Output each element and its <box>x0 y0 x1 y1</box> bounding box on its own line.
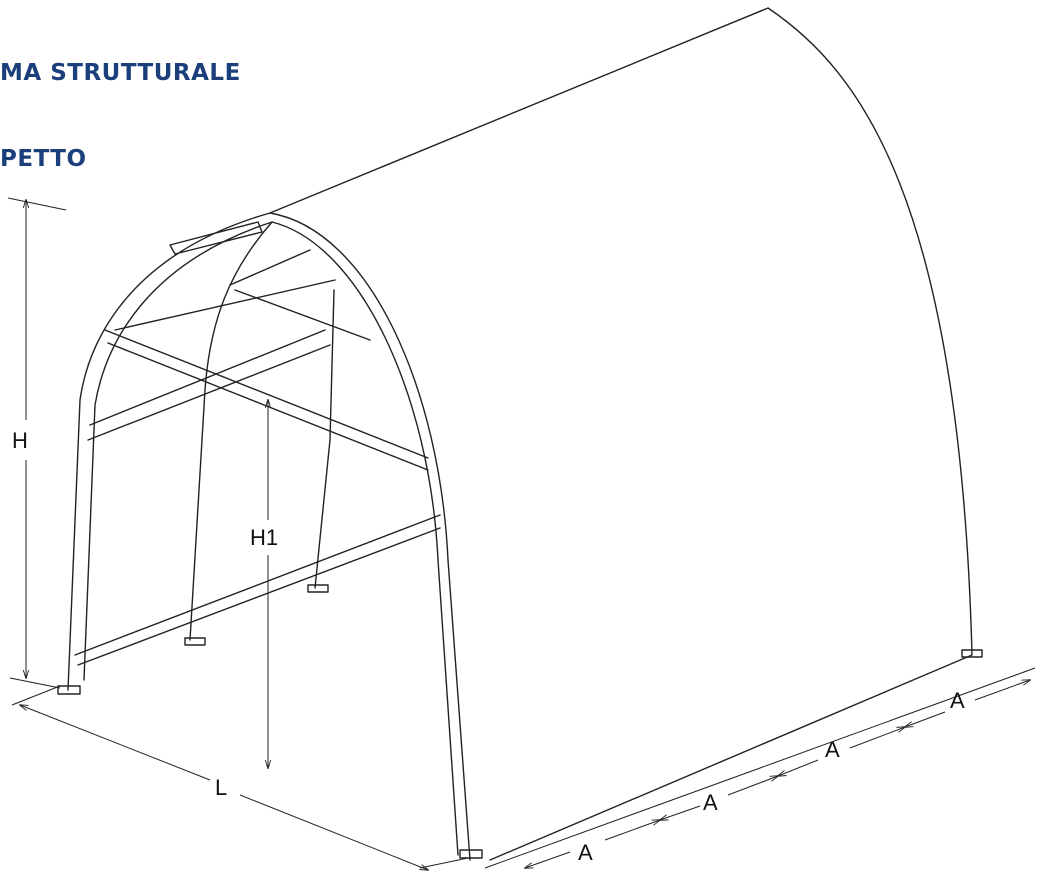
dim-a2-right <box>727 776 778 796</box>
dim-l-extension-left <box>11 685 61 706</box>
dim-a4-right <box>974 680 1030 701</box>
dim-label-a-4: A <box>950 688 965 713</box>
middle-arch-2 <box>314 289 335 589</box>
dim-bay-baseline <box>484 667 1036 869</box>
tunnel-cover <box>269 7 973 861</box>
dim-l-line-left <box>20 705 211 781</box>
upper-brace <box>234 289 371 341</box>
dim-a3-left <box>778 759 819 776</box>
base-plate-front-right <box>459 849 483 859</box>
dim-label-a-2: A <box>703 790 718 815</box>
base-plate-mid-2 <box>307 584 329 593</box>
dim-l-extension-right <box>419 857 469 869</box>
upper-purlin <box>114 279 336 331</box>
dim-a1-right <box>604 820 660 841</box>
tunnel-front-arch-inner <box>83 221 459 856</box>
base-rail-2 <box>77 527 441 666</box>
tunnel-front-arch-outer <box>67 212 471 861</box>
page-title: MA STRUTTURALE <box>0 60 241 86</box>
mid-purlin-2 <box>89 329 326 426</box>
dim-label-h: H <box>12 428 28 453</box>
base-plate-front-left <box>57 685 81 695</box>
mid-purlin-1 <box>87 344 331 441</box>
section-subtitle: PETTO <box>0 146 87 172</box>
dim-label-a-3: A <box>825 737 840 762</box>
ridge-panel <box>169 221 263 255</box>
dim-a4-left <box>905 711 946 727</box>
dim-label-h1: H1 <box>250 525 278 550</box>
base-plate-mid-1 <box>184 637 206 646</box>
dim-a1-left <box>525 851 571 868</box>
base-rail-1 <box>74 514 441 656</box>
base-plate-rear <box>961 649 983 658</box>
dim-label-l: L <box>215 775 227 800</box>
dim-a3-right <box>849 727 905 749</box>
top-purlin <box>229 249 311 286</box>
eave-beam-top <box>104 329 429 459</box>
dim-a2-left <box>660 805 701 820</box>
dim-h-extension-top <box>7 197 67 211</box>
dim-h-extension-bottom <box>9 677 61 689</box>
dim-l-line-right <box>239 794 428 870</box>
dim-label-a-1: A <box>578 840 593 865</box>
